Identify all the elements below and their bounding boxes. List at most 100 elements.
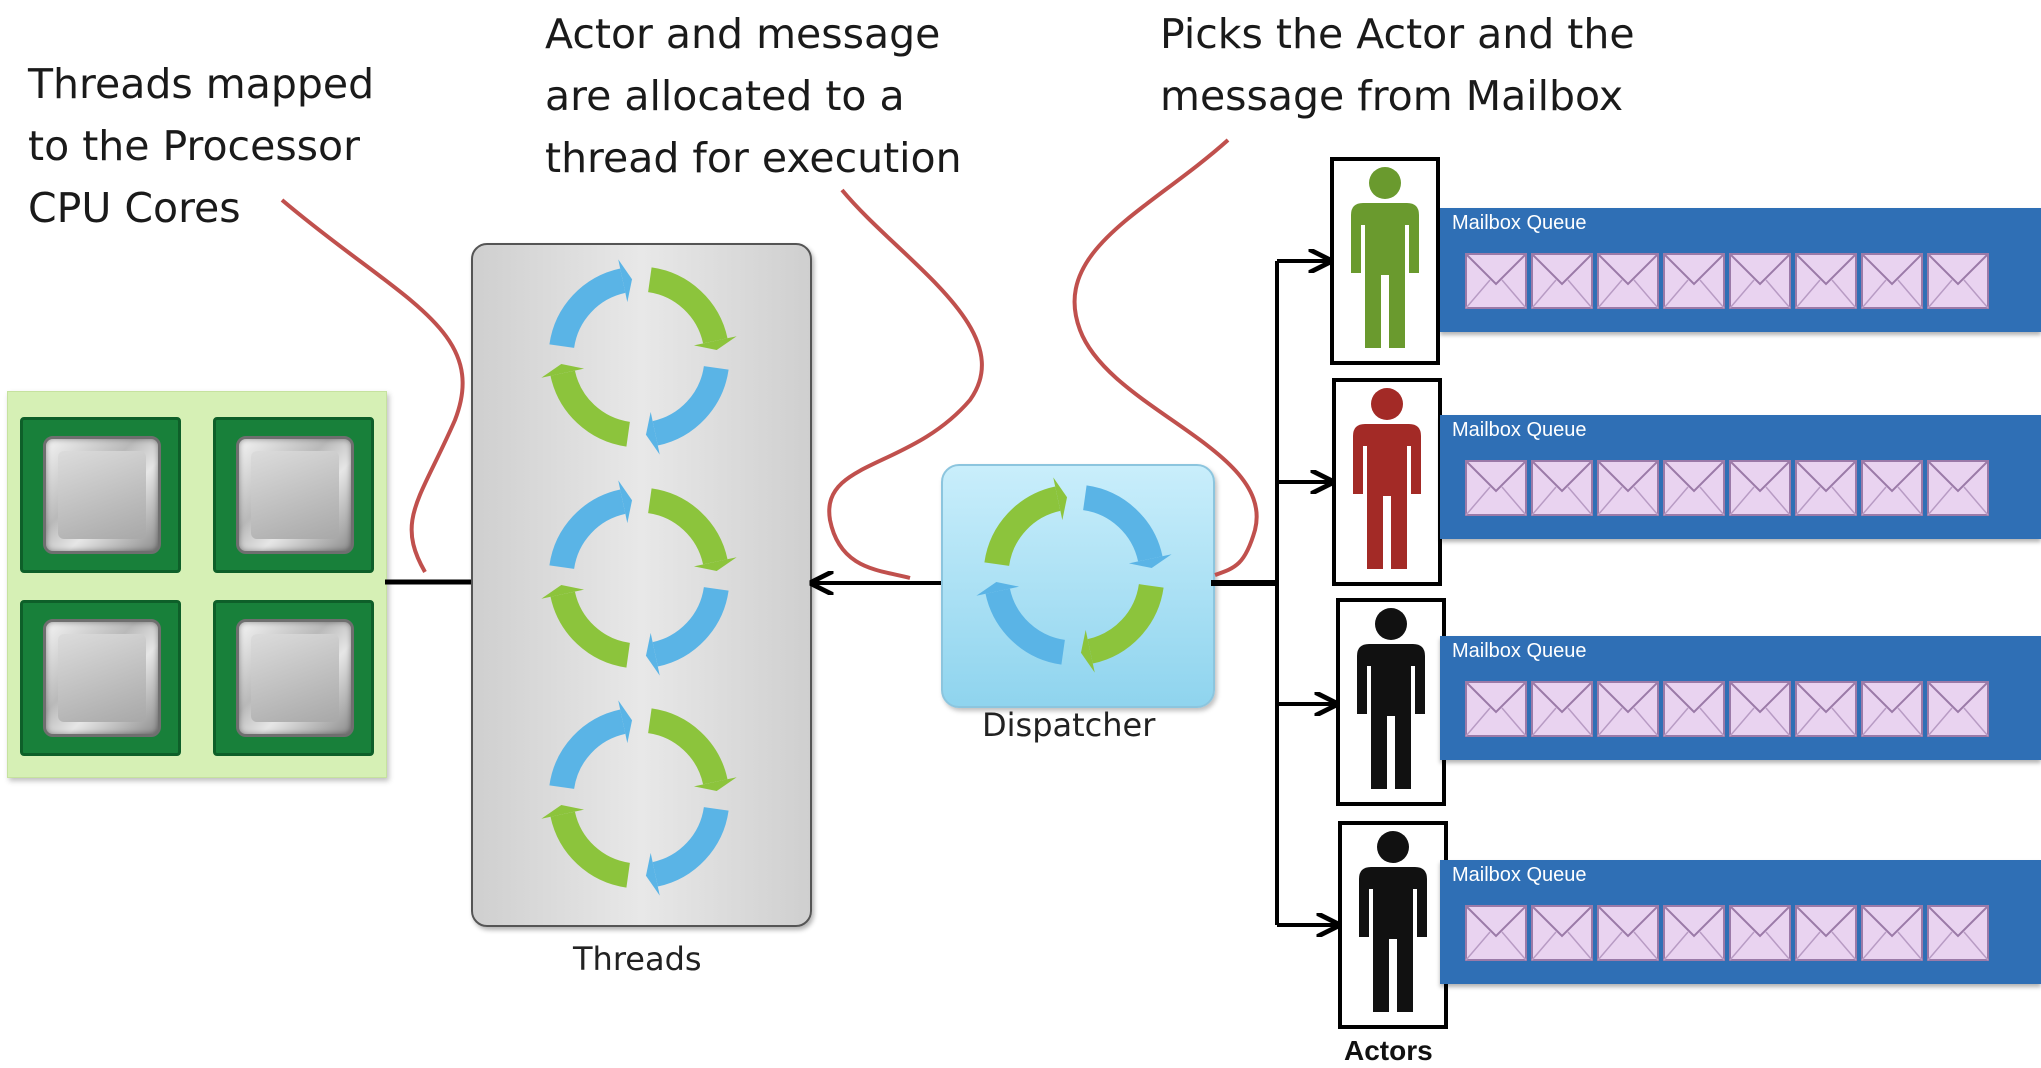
mailbox-queue-label: Mailbox Queue (1452, 864, 1587, 886)
envelope-icon (1795, 905, 1857, 961)
cycle-arc (647, 267, 728, 344)
cycle-arc (1087, 583, 1164, 664)
envelope-icon (1927, 905, 1989, 961)
person-icon (1351, 167, 1419, 348)
cycle-arc (1082, 485, 1163, 562)
envelope-icon (1465, 681, 1527, 737)
cycle-arc (647, 708, 728, 785)
envelope-icon (1729, 253, 1791, 309)
envelope-icon (1795, 460, 1857, 516)
message-list (1464, 676, 1992, 742)
cycle-arrowhead (1053, 477, 1068, 521)
envelope-icon (1531, 681, 1593, 737)
mailbox-queue-4: Mailbox Queue (1440, 860, 2041, 984)
envelope-icon (1663, 681, 1725, 737)
cycle-arrowhead (645, 411, 660, 455)
cycle-arc (985, 588, 1066, 665)
dispatcher-label: Dispatcher (982, 706, 1156, 744)
envelope-icon (1465, 253, 1527, 309)
cycle-arc (550, 370, 631, 447)
cycle-arc (652, 365, 729, 446)
cycle-arrowhead (541, 584, 585, 599)
mailbox-queue-label: Mailbox Queue (1452, 212, 1587, 234)
cpu-cores-board (7, 391, 387, 778)
envelope-icon (1597, 681, 1659, 737)
cycle-arrowhead (618, 259, 633, 303)
people-group (1351, 167, 1427, 1012)
cycle-arrowhead (693, 557, 737, 572)
threads-box (471, 243, 812, 927)
threads-label: Threads (573, 940, 702, 978)
cycle-arrowhead (693, 777, 737, 792)
message-list (1464, 248, 1992, 314)
envelope-icon (1597, 905, 1659, 961)
mailbox-queue-label: Mailbox Queue (1452, 640, 1587, 662)
mailbox-queue-label: Mailbox Queue (1452, 419, 1587, 441)
envelope-icon (1729, 681, 1791, 737)
envelope-icon (1861, 460, 1923, 516)
callout-line-picks-actor (1072, 138, 1259, 577)
cycle-arc (549, 268, 626, 349)
message-list (1464, 455, 1992, 521)
cycle-arrows-icon (541, 700, 737, 896)
cycle-group (541, 259, 1172, 896)
envelope-icon (1861, 905, 1923, 961)
envelope-icon (1597, 253, 1659, 309)
cycle-arc (647, 488, 728, 565)
mailbox-queue-3: Mailbox Queue (1440, 636, 2041, 760)
callout-threads-mapped: Threads mapped to the Processor CPU Core… (28, 60, 375, 232)
cycle-arc (652, 806, 729, 887)
cycle-arrowhead (693, 336, 737, 351)
cycle-arrows-icon (541, 480, 737, 676)
envelope-icon (1795, 681, 1857, 737)
cycle-arrowhead (618, 480, 633, 524)
envelope-icon (1795, 253, 1857, 309)
envelope-icon (1927, 253, 1989, 309)
envelope-icon (1597, 460, 1659, 516)
envelope-icon (1531, 905, 1593, 961)
cycle-arc (550, 591, 631, 668)
envelope-icon (1531, 460, 1593, 516)
cycle-arc (549, 489, 626, 570)
mailbox-queue-1: Mailbox Queue (1440, 208, 2041, 332)
cpu-chip-icon (213, 600, 374, 756)
envelope-icon (1531, 253, 1593, 309)
person-icon (1359, 831, 1427, 1012)
actors-label: Actors (1344, 1035, 1433, 1066)
envelope-icon (1729, 905, 1791, 961)
envelope-icon (1861, 681, 1923, 737)
envelope-icon (1927, 460, 1989, 516)
envelope-icon (1663, 905, 1725, 961)
callout-line-threads (280, 198, 465, 573)
callout-line-actor-message (827, 188, 984, 580)
cycle-arrowhead (618, 700, 633, 744)
cycle-arrows-icon (976, 477, 1172, 673)
cycle-arrowhead (541, 363, 585, 378)
cpu-chip-icon (20, 417, 181, 573)
person-icon (1353, 388, 1421, 569)
cycle-arrowhead (645, 632, 660, 676)
cycle-arrowhead (1128, 554, 1172, 569)
cpu-chip-icon (20, 600, 181, 756)
envelope-icon (1729, 460, 1791, 516)
person-icon (1357, 608, 1425, 789)
envelope-icon (1663, 460, 1725, 516)
cycle-arc (652, 586, 729, 667)
cycle-arrowhead (976, 581, 1020, 596)
cycle-arrowhead (1080, 629, 1095, 673)
envelope-icon (1927, 681, 1989, 737)
envelope-icon (1663, 253, 1725, 309)
cycle-arrowhead (645, 852, 660, 896)
callout-actor-message: Actor and message are allocated to a thr… (545, 10, 962, 182)
envelope-icon (1465, 460, 1527, 516)
message-list (1464, 900, 1992, 966)
envelope-icon (1465, 905, 1527, 961)
dispatcher-box (941, 464, 1215, 708)
mailbox-queue-2: Mailbox Queue (1440, 415, 2041, 539)
cycle-arrows-icon (541, 259, 737, 455)
callout-picks-actor: Picks the Actor and the message from Mai… (1160, 10, 1635, 120)
envelope-icon (1861, 253, 1923, 309)
cycle-arrowhead (541, 804, 585, 819)
cycle-arc (984, 486, 1061, 567)
